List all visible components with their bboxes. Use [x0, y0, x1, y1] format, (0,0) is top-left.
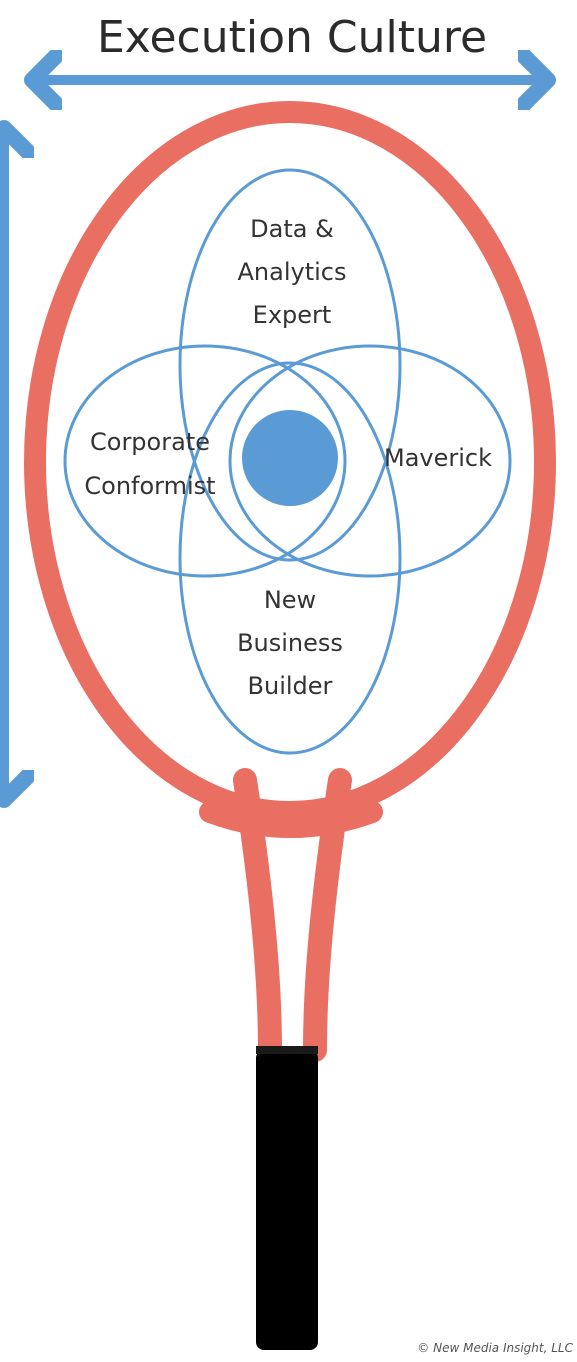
ring-left — [63, 344, 347, 578]
diagram-title: Execution Culture — [97, 12, 487, 63]
racket-collar — [256, 1046, 318, 1054]
center-dot — [242, 410, 338, 506]
ring-top-label-line-1: Data & — [250, 215, 334, 243]
tennis-racket-icon — [24, 101, 556, 1350]
title-background — [80, 0, 500, 66]
ring-bottom-label-line-2: Business — [237, 629, 343, 657]
racket-throat-bridge — [199, 801, 383, 838]
ring-left-label-line-1: Corporate — [90, 428, 210, 456]
venn-rings — [63, 168, 512, 755]
ring-bottom — [178, 361, 402, 755]
ring-top-label-line-2: Analytics — [238, 258, 347, 286]
ring-left-label-line-2: Conformist — [84, 472, 215, 500]
ring-top — [178, 168, 402, 562]
ring-right-label: Maverick — [384, 444, 492, 472]
ring-right — [228, 344, 512, 578]
racket-frame — [24, 101, 556, 823]
ring-bottom-label-line-1: New — [264, 586, 316, 614]
ring-top-label-line-3: Expert — [253, 301, 332, 329]
racket-handle — [256, 1050, 318, 1350]
copyright-credit: © New Media Insight, LLC — [417, 1341, 573, 1355]
ring-bottom-label-line-3: Builder — [248, 672, 333, 700]
